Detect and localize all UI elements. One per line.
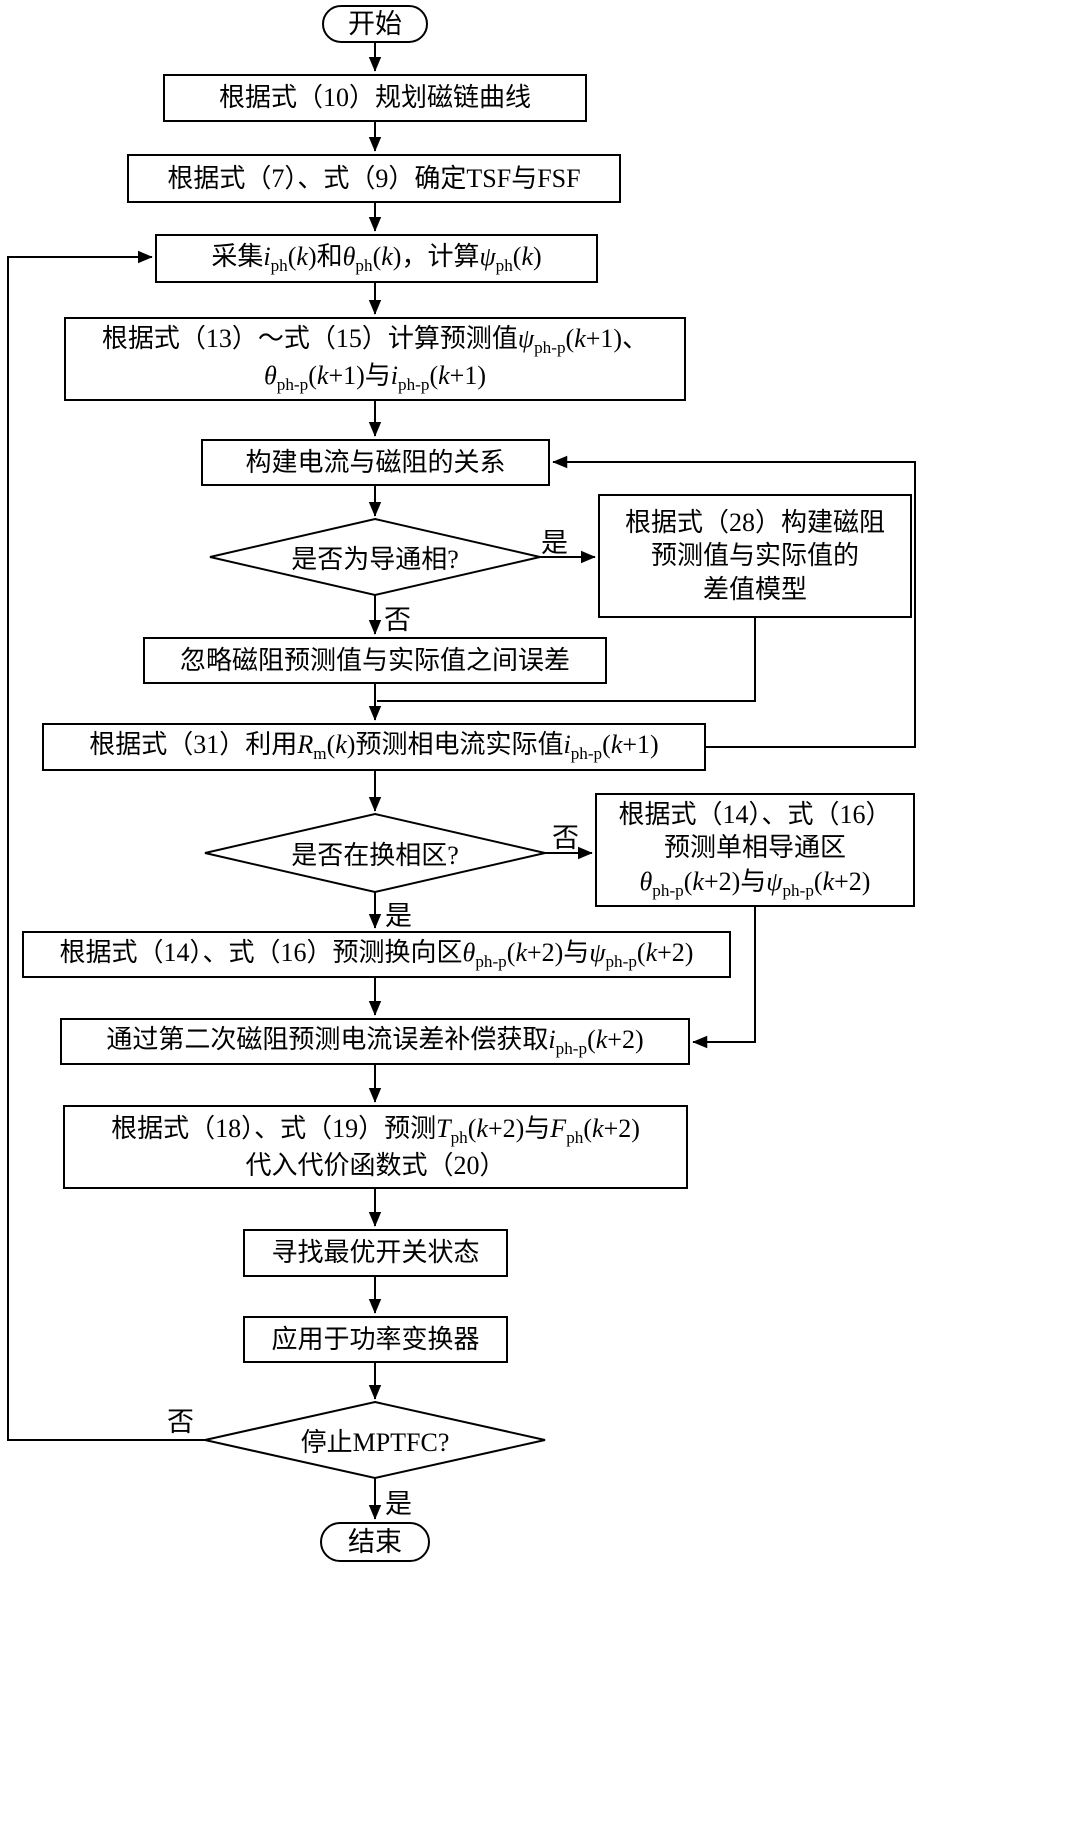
terminal-end-label: 结束 bbox=[348, 1526, 402, 1557]
process-predict-torque-flux-cost-label: 根据式（18）、式（19）预测Tph(k+2)与Fph(k+2)代入代价函数式（… bbox=[111, 1113, 640, 1180]
process-apply-power-converter-label: 应用于功率变换器 bbox=[271, 1324, 480, 1354]
diamond-stop-mptfc bbox=[204, 1400, 546, 1480]
line-stop-no-feedback-to-sample bbox=[7, 250, 205, 1441]
process-predict-phase-current-actual: 根据式（31）利用Rm(k)预测相电流实际值iph-p(k+1) bbox=[42, 723, 706, 771]
process-build-current-reluctance-relation: 构建电流与磁阻的关系 bbox=[201, 439, 550, 486]
process-determine-tsf-fsf: 根据式（7）、式（9）确定TSF与FSF bbox=[127, 154, 621, 203]
line-diffmodel-merge bbox=[377, 618, 756, 702]
diamond-is-commutation-zone bbox=[204, 812, 546, 894]
edge-label-conducting-no: 否 bbox=[384, 605, 411, 635]
edge-label-commutation-yes: 是 bbox=[385, 901, 412, 931]
edge-label-conducting-yes: 是 bbox=[541, 528, 568, 558]
process-compute-predictions-label: 根据式（13）～式（15）计算预测值ψph-p(k+1)、θph-p(k+1)与… bbox=[101, 323, 649, 395]
process-ignore-reluctance-error: 忽略磁阻预测值与实际值之间误差 bbox=[143, 637, 607, 684]
process-predict-torque-flux-cost: 根据式（18）、式（19）预测Tph(k+2)与Fph(k+2)代入代价函数式（… bbox=[63, 1105, 688, 1189]
terminal-start: 开始 bbox=[322, 5, 428, 43]
decision-stop-mptfc: 停止MPTFC? bbox=[205, 1402, 545, 1478]
process-sample-and-compute: 采集iph(k)和θph(k)，计算ψph(k) bbox=[155, 234, 598, 283]
decision-stop-mptfc-label: 停止MPTFC? bbox=[300, 1427, 450, 1457]
process-second-reluctance-compensation: 通过第二次磁阻预测电流误差补偿获取iph-p(k+2) bbox=[60, 1018, 690, 1065]
process-compute-predictions: 根据式（13）～式（15）计算预测值ψph-p(k+1)、θph-p(k+1)与… bbox=[64, 317, 686, 401]
process-find-optimal-switch-state: 寻找最优开关状态 bbox=[243, 1229, 508, 1277]
process-sample-and-compute-label: 采集iph(k)和θph(k)，计算ψph(k) bbox=[211, 241, 542, 276]
line-singlephase-to-compensation bbox=[692, 907, 756, 1049]
terminal-end: 结束 bbox=[320, 1522, 430, 1562]
decision-is-commutation-zone: 是否在换相区? bbox=[205, 814, 545, 892]
process-determine-tsf-fsf-label: 根据式（7）、式（9）确定TSF与FSF bbox=[167, 163, 581, 193]
terminal-start-label: 开始 bbox=[348, 8, 402, 39]
process-build-reluctance-difference-model-label: 根据式（28）构建磁阻预测值与实际值的差值模型 bbox=[624, 508, 885, 604]
process-predict-commutation-zone: 根据式（14）、式（16）预测换向区θph-p(k+2)与ψph-p(k+2) bbox=[22, 931, 731, 978]
process-find-optimal-switch-state-label: 寻找最优开关状态 bbox=[271, 1238, 480, 1268]
edge-label-commutation-no: 否 bbox=[552, 823, 579, 853]
process-plan-flux-curve: 根据式（10）规划磁链曲线 bbox=[163, 74, 587, 122]
decision-is-conducting-phase-label: 是否为导通相? bbox=[291, 544, 459, 574]
process-build-current-reluctance-relation-label: 构建电流与磁阻的关系 bbox=[245, 447, 506, 477]
edge-label-stop-no: 否 bbox=[167, 1407, 194, 1437]
flow-arrows bbox=[7, 43, 916, 1520]
process-second-reluctance-compensation-label: 通过第二次磁阻预测电流误差补偿获取iph-p(k+2) bbox=[106, 1024, 644, 1059]
edge-label-stop-yes: 是 bbox=[385, 1489, 412, 1519]
decision-diamonds bbox=[204, 517, 546, 1480]
process-ignore-reluctance-error-label: 忽略磁阻预测值与实际值之间误差 bbox=[179, 645, 570, 675]
diamond-is-conducting-phase bbox=[209, 517, 541, 597]
process-predict-phase-current-actual-label: 根据式（31）利用Rm(k)预测相电流实际值iph-p(k+1) bbox=[89, 730, 659, 764]
decision-is-commutation-zone-label: 是否在换相区? bbox=[291, 840, 459, 870]
process-plan-flux-curve-label: 根据式（10）规划磁链曲线 bbox=[218, 83, 531, 113]
process-apply-power-converter: 应用于功率变换器 bbox=[243, 1316, 508, 1363]
decision-is-conducting-phase: 是否为导通相? bbox=[210, 519, 540, 595]
process-predict-commutation-zone-label: 根据式（14）、式（16）预测换向区θph-p(k+2)与ψph-p(k+2) bbox=[59, 937, 694, 972]
line-predict31-loopback-to-build bbox=[552, 455, 916, 748]
process-build-reluctance-difference-model: 根据式（28）构建磁阻预测值与实际值的差值模型 bbox=[598, 494, 912, 618]
